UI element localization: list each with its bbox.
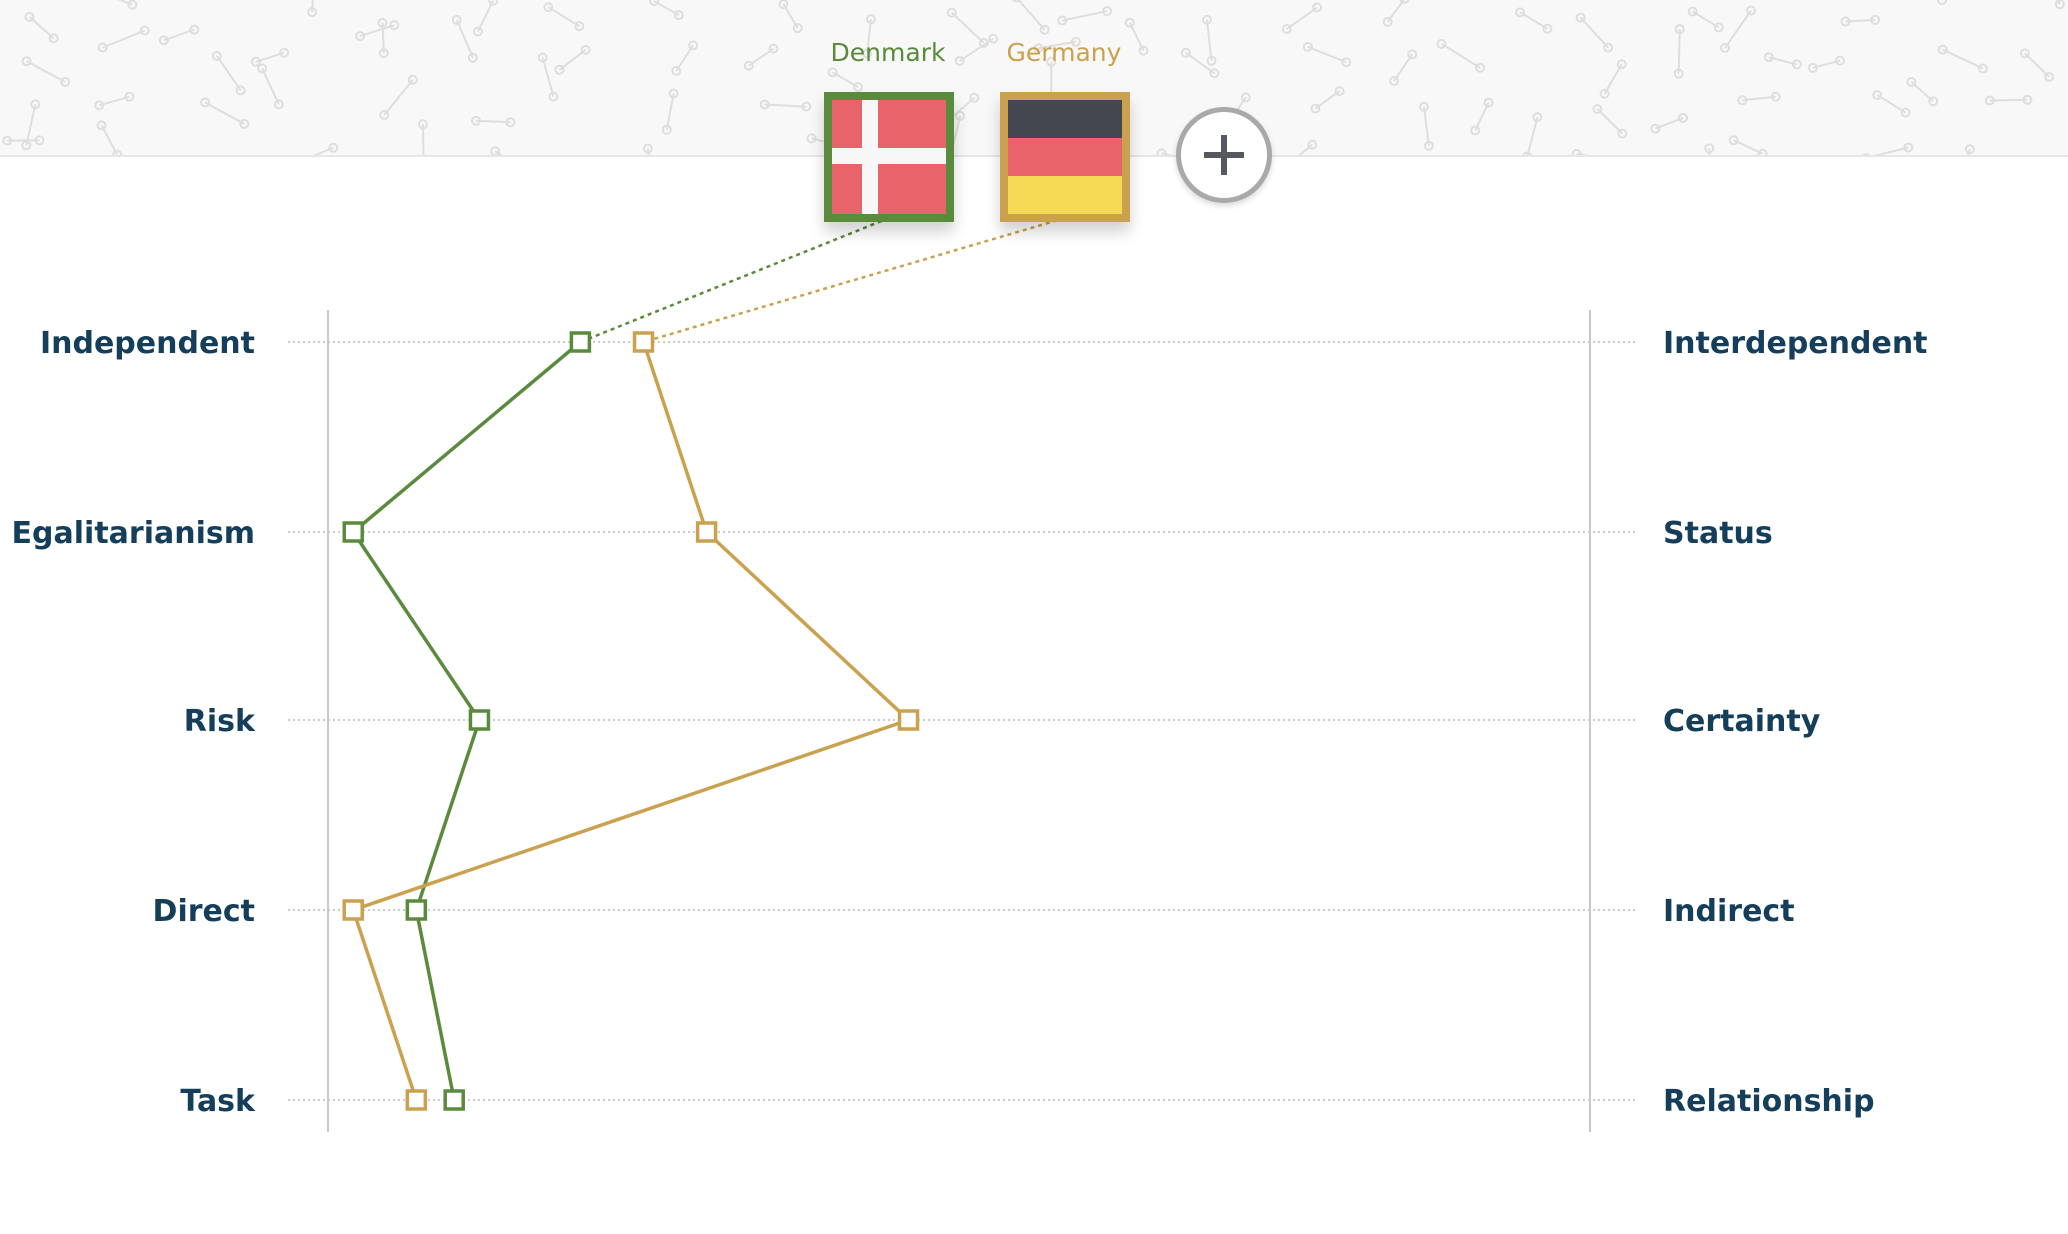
country-label-germany: Germany [1006, 38, 1122, 67]
data-point-denmark [468, 709, 491, 731]
connector-denmark [579, 216, 890, 344]
data-point-denmark [443, 1089, 465, 1111]
country-label-denmark: Denmark [830, 38, 946, 67]
country-tile-germany[interactable] [1000, 92, 1130, 222]
data-point-denmark [569, 331, 592, 353]
series-lines [351, 340, 911, 1101]
data-point-germany [695, 521, 718, 543]
right-dimension-label: Relationship [1663, 1084, 1875, 1119]
data-point-germany [897, 709, 920, 731]
left-dimension-label: Independent [40, 326, 255, 361]
data-point-germany [342, 899, 364, 921]
plus-icon-stroke [1221, 135, 1227, 175]
right-dimension-label: Status [1663, 516, 1773, 551]
country-tile-denmark[interactable] [824, 92, 954, 222]
data-point-denmark [342, 521, 364, 543]
series-line-germany [351, 341, 911, 1101]
series-markers [342, 331, 920, 1111]
grid-lines [288, 341, 1636, 1101]
flag-connectors [579, 216, 1066, 344]
left-dimension-label: Direct [153, 894, 255, 929]
left-dimension-label: Risk [184, 704, 256, 739]
series-line-denmark [351, 340, 582, 1101]
right-dimension-label: Indirect [1663, 894, 1795, 929]
add-country-button[interactable] [1176, 107, 1272, 203]
left-dimension-label: Task [180, 1084, 256, 1119]
right-dimension-label: Interdependent [1663, 326, 1928, 361]
data-point-germany [405, 1089, 428, 1111]
connector-germany [643, 216, 1066, 344]
germany-flag-icon [1008, 100, 1122, 214]
right-dimension-label: Certainty [1663, 704, 1821, 739]
data-point-denmark [405, 899, 428, 921]
axis-lines [327, 310, 1591, 1132]
data-point-germany [632, 331, 655, 353]
left-dimension-label: Egalitarianism [12, 516, 255, 551]
denmark-flag-icon [832, 100, 946, 214]
